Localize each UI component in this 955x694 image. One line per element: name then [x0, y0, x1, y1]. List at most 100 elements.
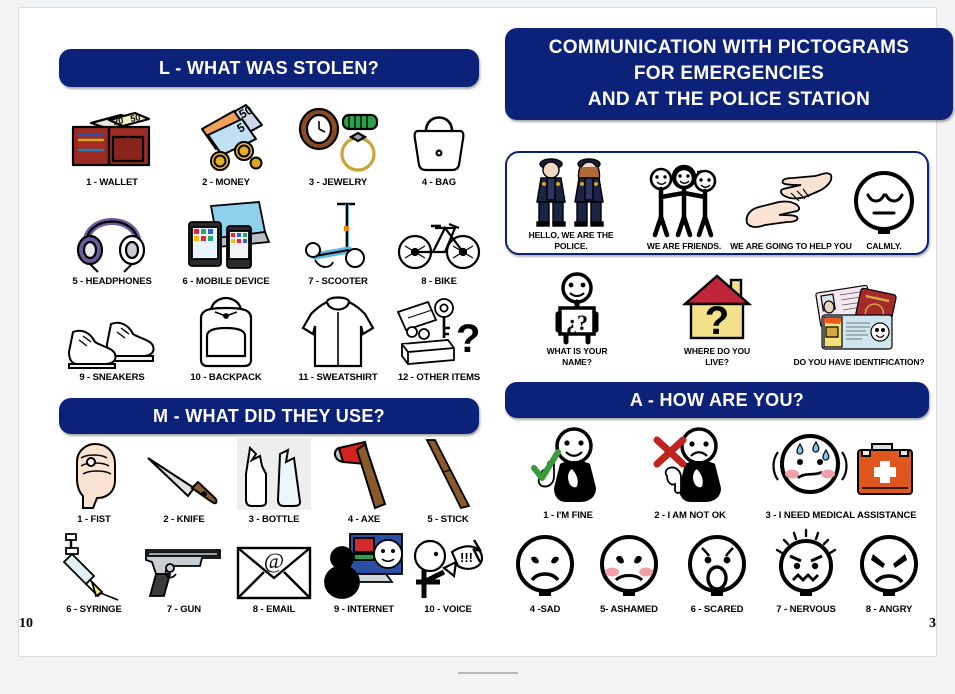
feelings-row-2: 4 -SAD 5- ASHAMED: [505, 528, 931, 615]
pictogram-cell[interactable]: 11 - SWEATSHIRT: [283, 296, 393, 383]
pictogram-label: 6 - SYRINGE: [66, 604, 122, 615]
pictogram-cell[interactable]: 7 - GUN: [139, 530, 229, 615]
pictogram-label: WE ARE GOING TO HELP YOU: [730, 241, 852, 251]
pictogram-cell[interactable]: !!! 10 - VOICE: [409, 530, 487, 615]
pictogram-cell[interactable]: 6 - SYRINGE: [49, 530, 139, 615]
pictogram-label: 2 - KNIFE: [163, 514, 205, 525]
knife-icon: [142, 438, 226, 510]
pictogram-cell[interactable]: WE ARE GOING TO HELP YOU: [730, 156, 852, 252]
stolen-row-2: 5 - HEADPHONES: [55, 200, 485, 287]
pictogram-cell[interactable]: 7 - SCOOTER: [283, 200, 393, 287]
pictogram-cell[interactable]: WE ARE FRIENDS.: [631, 156, 737, 252]
section-heading-how-are-you: A - HOW ARE YOU?: [505, 382, 929, 418]
intro-row: HELLO, WE ARE THE POLICE.: [511, 156, 927, 252]
questions-row: ¿? WHAT IS YOUR NAME? ? WH: [507, 270, 931, 368]
pictogram-cell[interactable]: ? 12 - OTHER ITEMS: [393, 296, 485, 383]
fist-icon: [67, 438, 121, 510]
section-M-heading-text: M - WHAT DID THEY USE?: [153, 405, 385, 426]
calm-face-icon: [850, 167, 918, 237]
pictogram-cell[interactable]: 9 - INTERNET: [319, 530, 409, 615]
section-A-heading-text: A - HOW ARE YOU?: [629, 389, 805, 410]
stolen-row-3: 9 - SNEAKERS 10 - BACKPACK: [55, 296, 485, 383]
page-title-line2: FOR EMERGENCIES: [633, 63, 825, 84]
scared-face-icon: [684, 528, 750, 600]
pictogram-cell[interactable]: ? WHERE DO YOU LIVE?: [647, 270, 787, 368]
pictogram-cell[interactable]: ¿? WHAT IS YOUR NAME?: [507, 270, 647, 368]
page-title-line1: COMMUNICATION WITH PICTOGRAMS: [548, 37, 910, 58]
broken-bottle-icon: [237, 438, 311, 510]
pictogram-cell[interactable]: 9 - SNEAKERS: [55, 296, 169, 383]
pictogram-cell[interactable]: @ 8 - EMAIL: [229, 530, 319, 615]
pictogram-label: 4 -SAD: [529, 604, 561, 615]
pictogram-cell[interactable]: 6 - MOBILE DEVICE: [169, 200, 283, 287]
pictogram-label: 9 - INTERNET: [333, 604, 395, 615]
identification-documents-icon: [804, 281, 914, 353]
jewelry-icon: [295, 101, 381, 173]
pictogram-cell[interactable]: 5- ASHAMED: [585, 528, 673, 615]
friends-icon: [645, 164, 723, 238]
pictogram-label: 7 - GUN: [166, 604, 202, 615]
pictogram-cell[interactable]: 5 - HEADPHONES: [55, 200, 169, 287]
pictogram-label: 10 - BACKPACK: [190, 372, 262, 383]
sneakers-icon: [67, 296, 157, 369]
helping-hand-icon: [745, 167, 837, 237]
pictogram-cell[interactable]: 20 50: [55, 101, 169, 188]
weapon-row-1: 1 - FIST 2 - KNIFE: [49, 438, 489, 525]
pictogram-cell[interactable]: 50 5 2 - MONEY: [169, 101, 283, 188]
pictogram-cell[interactable]: 4 - AXE: [319, 438, 409, 525]
pictogram-label: 6 - MOBILE DEVICE: [182, 276, 270, 287]
pictogram-cell[interactable]: HELLO, WE ARE THE POLICE.: [511, 156, 631, 252]
document-page: L - WHAT WAS STOLEN? 20 50: [18, 7, 953, 657]
pictogram-cell[interactable]: 2 - KNIFE: [139, 438, 229, 525]
pictogram-cell[interactable]: CALMLY.: [845, 156, 923, 252]
section-heading-stolen: L - WHAT WAS STOLEN?: [59, 49, 479, 87]
thumbs-up-face-icon: [526, 424, 610, 506]
page-title: COMMUNICATION WITH PICTOGRAMS FOR EMERGE…: [505, 28, 953, 120]
svg-text:50: 50: [129, 112, 141, 124]
svg-text:!!!: !!!: [460, 550, 473, 565]
medical-kit-icon: [766, 424, 916, 506]
pictogram-label: 3 - JEWELRY: [308, 177, 368, 188]
police-officers-icon: [529, 156, 613, 227]
pictogram-cell[interactable]: 6 - SCARED: [673, 528, 761, 615]
pictogram-label: 4 - AXE: [347, 514, 381, 525]
pictogram-label: 2 - MONEY: [202, 177, 250, 188]
pictogram-cell[interactable]: 1 - I'M FINE: [507, 424, 629, 521]
stick-icon: [423, 438, 473, 510]
pictogram-cell[interactable]: 7 - NERVOUS: [761, 528, 851, 615]
axe-icon: [331, 438, 397, 510]
mobile-device-icon: [183, 200, 271, 272]
stolen-row-1: 20 50: [55, 101, 485, 188]
pictogram-cell[interactable]: 3 - I NEED MEDICAL ASSISTANCE: [751, 424, 931, 521]
page-number-left: 10: [19, 616, 33, 631]
syringe-icon: [62, 530, 126, 601]
bicycle-icon: [397, 200, 481, 272]
gun-icon: [142, 530, 226, 600]
feelings-row-1: 1 - I'M FINE: [507, 424, 931, 521]
pictogram-label: 9 - SNEAKERS: [79, 372, 145, 383]
pictogram-cell[interactable]: 1 - FIST: [49, 438, 139, 525]
pictogram-label: 6 - SCARED: [690, 604, 744, 615]
pictogram-label: WHERE DO YOU LIVE?: [683, 346, 751, 367]
pictogram-cell[interactable]: 10 - BACKPACK: [169, 296, 283, 383]
pictogram-cell[interactable]: 5 - STICK: [409, 438, 487, 525]
pictogram-cell[interactable]: 4 -SAD: [505, 528, 585, 615]
svg-text:@: @: [264, 548, 284, 573]
pictogram-label: 5 - STICK: [427, 514, 469, 525]
pictogram-cell[interactable]: 2 - I AM NOT OK: [629, 424, 751, 521]
pictogram-cell[interactable]: 3 - BOTTLE: [229, 438, 319, 525]
scooter-icon: [303, 200, 373, 272]
pictogram-cell[interactable]: 8 - BIKE: [393, 200, 485, 287]
svg-text:?: ?: [456, 317, 480, 361]
pictogram-cell[interactable]: DO YOU HAVE IDENTIFICATION?: [787, 270, 931, 368]
pictogram-cell[interactable]: 8 - ANGRY: [851, 528, 927, 615]
internet-icon: [324, 530, 404, 600]
page-number-right: 3: [929, 616, 936, 631]
pictogram-label: 7 - SCOOTER: [308, 276, 368, 287]
pictogram-cell[interactable]: 4 - BAG: [393, 101, 485, 188]
other-items-icon: ?: [394, 296, 484, 368]
pictogram-label: 8 - BIKE: [421, 276, 457, 287]
pictogram-cell[interactable]: 3 - JEWELRY: [283, 101, 393, 188]
svg-text:?: ?: [705, 299, 729, 343]
pictogram-label: CALMLY.: [866, 241, 902, 251]
